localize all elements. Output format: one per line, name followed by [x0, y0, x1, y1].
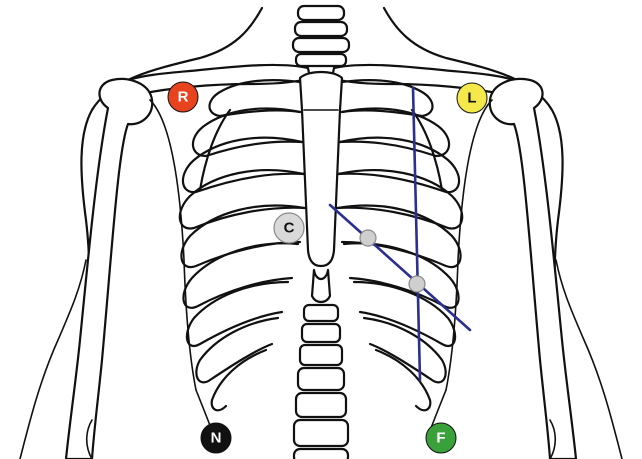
chest-point-lower — [409, 276, 425, 292]
electrode-label-R: R — [178, 89, 189, 106]
electrode-label-L: L — [467, 90, 476, 107]
ribs-left-side — [336, 80, 462, 410]
chest-point-upper — [360, 230, 376, 246]
ribs-right-side — [180, 80, 306, 410]
electrode-label-C: C — [284, 220, 295, 237]
electrode-F: F — [426, 423, 456, 453]
electrode-N: N — [201, 423, 231, 453]
electrode-C: C — [274, 213, 304, 243]
thoracic-spine — [294, 305, 348, 459]
cervical-spine — [293, 6, 349, 66]
sternum — [300, 72, 342, 302]
electrode-label-F: F — [436, 430, 445, 447]
electrode-R: R — [168, 82, 198, 112]
electrode-L: L — [457, 83, 487, 113]
electrode-label-N: N — [211, 430, 222, 447]
